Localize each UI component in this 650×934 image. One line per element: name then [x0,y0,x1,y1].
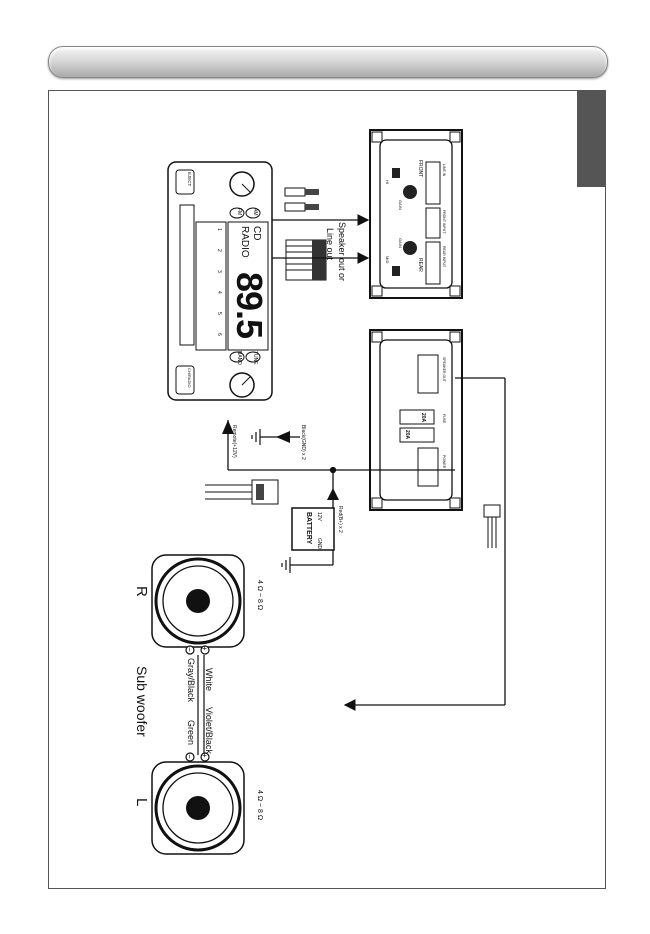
power-terminal-label: POWER [442,455,446,469]
power-terminal [417,447,439,487]
wiring [227,377,506,711]
fuse-label: FUSE [442,414,446,424]
green-label: Green [186,720,196,746]
gain-knob-front [403,185,417,199]
speaker-out-label: Speaker out or [337,222,347,282]
rear-label: REAR [417,258,423,272]
head-unit [167,161,273,401]
red-b-label: Red(B+) x 2 [337,506,343,533]
section-tab [577,91,605,187]
ch-radio-button: CH/RADIO [187,368,192,388]
page-frame [48,90,606,889]
tune-button: TUNE [252,351,258,365]
impedance-l-label: 4 Ω ~ 8 Ω [256,790,263,821]
preset-1: 1 [216,228,222,231]
speaker-wires [185,645,210,762]
battery-label: BATTERY [305,512,312,545]
preset-3: 3 [216,270,222,273]
header-bar [48,46,608,78]
fuse-1 [399,409,435,425]
eject-button: EJECT [187,172,192,187]
white-label: White [204,668,214,692]
speaker-out-terminal [417,354,439,394]
power-connector [205,479,279,505]
fuse-2-label: 20A [404,430,410,440]
gain-rear-label: GAIN [398,238,403,248]
radio-text: RADIO [239,226,250,258]
amplifier-input-panel [369,129,463,299]
battery [291,507,335,551]
plus-l: + [200,753,209,758]
harness-connector [483,504,501,548]
speaker-l-label: L [133,798,150,807]
minus-l: − [185,754,194,759]
fuse-1-label: 20A [420,413,426,423]
battery-gnd-label: GND [316,538,322,550]
hi-label: HI [385,180,390,184]
cd-text: CD [251,226,262,241]
band-button: BAND [236,351,242,365]
gain-knob-rear [403,241,417,255]
amplifier-power-panel [369,329,463,511]
black-gnd-label: Black(GND) x 2 [300,425,306,460]
fuse-2 [399,427,435,443]
minus-r: − [185,647,194,652]
volume-knob [229,171,255,197]
front-label: FRONT [417,160,423,178]
preset-5: 5 [216,312,222,315]
speaker-r-label: R [133,586,150,597]
line-in-label: LINE IN [442,164,446,177]
plus-r: + [200,646,209,651]
preset-6: 6 [216,333,222,336]
speaker-out-terminal-label: SPEAKER OUT [442,357,446,382]
am-button: AM [252,208,258,216]
violet-black-label: Violet/Black [204,707,214,754]
remote-label: Remote(+12V) [231,425,237,458]
gain-front-label: GAIN [398,200,403,210]
ground-symbols [251,429,291,573]
preset-4: 4 [216,291,222,294]
speaker-connector [285,239,327,281]
rca-plugs [284,187,319,212]
impedance-r-label: 4 Ω ~ 8 Ω [256,580,263,611]
speaker-r [151,554,245,648]
mid-label: MID [385,256,390,264]
fm-button: FM [236,208,242,216]
rear-input-label: REAR INPUT [442,246,446,268]
speaker-l [151,761,245,855]
frequency-display: 89.5 [229,272,270,339]
battery-12v-label: 12V [316,512,322,521]
tune-knob [229,372,255,398]
preset-2: 2 [216,249,222,252]
front-input-label: FRONT INPUT [442,210,446,234]
gray-black-label: Gray/Black [186,658,196,703]
sub-woofer-label: Sub woofer [134,666,150,737]
line-out-label: Line out [325,228,335,261]
